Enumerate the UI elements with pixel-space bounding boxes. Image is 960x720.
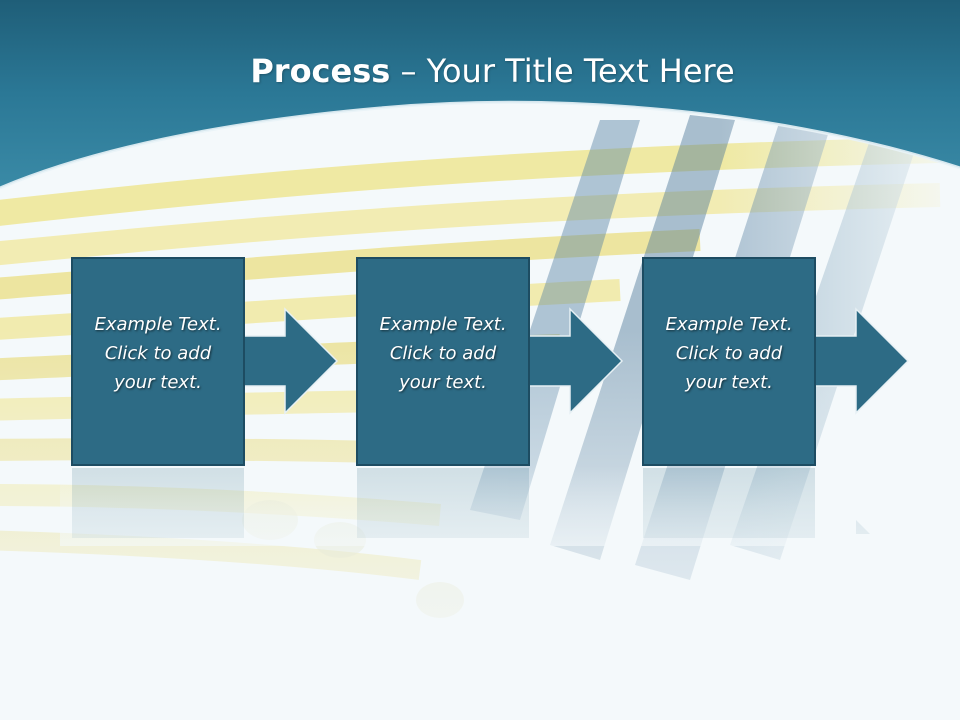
step-text-line: your text. — [685, 372, 773, 393]
step-text-line: Click to add — [675, 343, 783, 364]
step-text-line: Click to add — [104, 343, 212, 364]
step-arrow-1 — [239, 307, 339, 415]
title-rest: – Your Title Text Here — [390, 52, 735, 90]
step-text-3[interactable]: Example Text. Click to add your text. — [642, 310, 816, 397]
step-box-2 — [356, 257, 530, 466]
step-text-2[interactable]: Example Text. Click to add your text. — [356, 310, 530, 397]
step-arrow-2 — [524, 307, 624, 415]
title-bold: Process — [250, 52, 391, 90]
header-band — [0, 0, 960, 188]
step-text-line: Example Text. — [665, 314, 793, 335]
step-text-line: your text. — [114, 372, 202, 393]
step-text-line: Click to add — [389, 343, 497, 364]
step-text-1[interactable]: Example Text. Click to add your text. — [71, 310, 245, 397]
slide-title[interactable]: Process – Your Title Text Here — [0, 52, 960, 90]
step-text-line: Example Text. — [379, 314, 507, 335]
step-box-1 — [71, 257, 245, 466]
step-text-line: Example Text. — [94, 314, 222, 335]
step-text-line: your text. — [399, 372, 487, 393]
step-box-3 — [642, 257, 816, 466]
step-arrow-3 — [809, 307, 910, 415]
